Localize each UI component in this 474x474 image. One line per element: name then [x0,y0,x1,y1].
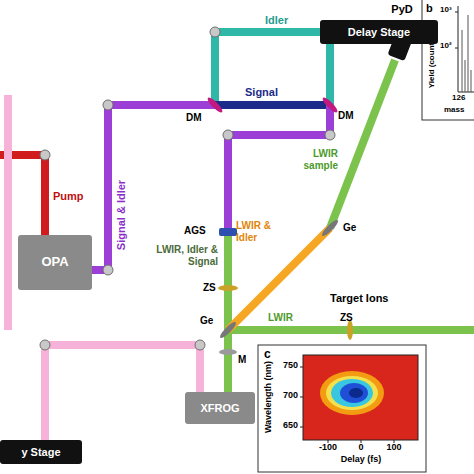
optic-label: Ge [343,222,356,234]
inset-panel: bYield (counts)10³10²126mass [422,0,474,120]
lwir-beam [330,60,395,228]
tick-label: 10² [440,42,452,51]
tick-marks [300,367,394,443]
optic-label: ZS [340,312,353,324]
probe-beam [4,95,12,330]
inset-panel: cWavelength (nm) 750 700 650 -100 0 100Delay (… [258,345,426,472]
tick-label: 10³ [440,6,452,15]
tick-label: 750 [283,361,298,371]
axis-title: Delay (fs) [341,455,382,465]
tick-label: 650 [283,421,298,431]
beam-label: LWIR sample [286,148,338,171]
panel-letter: c [264,348,271,361]
zs-filter [218,285,238,291]
node-label: OPA [41,255,68,269]
node-label: PyD [391,3,412,15]
mirror [325,130,335,140]
beam-label: Pump [53,190,84,203]
mirror [219,349,237,355]
mirror [195,340,205,350]
optic-label: M [238,354,246,366]
axis-title: Wavelength (nm) [264,361,274,433]
target-label: Target Ions [330,292,388,305]
node-label: y Stage [21,446,60,458]
mass-peaks [462,15,471,92]
beam-label: Signal & Idler [115,180,128,250]
heatmap-blob [331,379,373,407]
beam-label: LWIR [268,312,293,324]
optic-label: Ge [200,315,213,327]
tick-label: -100 [319,443,337,453]
ags-crystal [219,228,237,236]
heatmap-blob [320,371,384,415]
mirror [210,27,220,37]
mirror [103,100,113,110]
detector: PyD [382,2,422,16]
tick-label: 0 [358,443,363,453]
opa-box: OPA [18,235,92,290]
plot-axis [455,6,474,92]
ge-window [320,218,340,238]
optic-label: AGS [184,225,206,237]
panel-letter: b [426,2,433,14]
mirror [223,130,233,140]
dichroic-mirror [321,96,339,114]
tick-label: 700 [283,391,298,401]
heatmap-blob [349,388,363,398]
probe-beam [45,345,200,440]
axis-title: mass [444,106,464,115]
heatmap [303,355,418,440]
tick-label: 100 [386,443,401,453]
mirror [40,150,50,160]
delay-stage: Delay Stage [320,20,438,44]
delay-stage: y Stage [0,440,82,464]
beam-label: LWIR & Idler [236,220,288,243]
heatmap-blob [326,376,378,410]
lwir-beam [224,232,232,392]
mirror [103,265,113,275]
lwir-idler-beam [228,228,330,330]
optic-label: DM [338,110,354,122]
idler-beam [215,32,320,105]
dichroic-mirror [206,96,224,114]
optic-label: ZS [203,282,216,294]
optic-label: DM [186,112,202,124]
beam-label: Signal [245,86,278,99]
tick-label: 126 [452,94,465,103]
xfrog-box: XFROG [185,392,255,424]
inset-frame [422,0,474,120]
mirror [40,340,50,350]
heatmap-blob [340,383,368,403]
node-label: Delay Stage [348,26,410,38]
idler-beam [326,44,334,105]
node-label: XFROG [200,402,239,414]
beam-label: LWIR, Idler & Signal [140,244,218,267]
beam-label: Idler [265,14,288,27]
signal-beam [215,101,330,109]
ge-window [218,320,238,340]
inset-frame [258,345,426,472]
